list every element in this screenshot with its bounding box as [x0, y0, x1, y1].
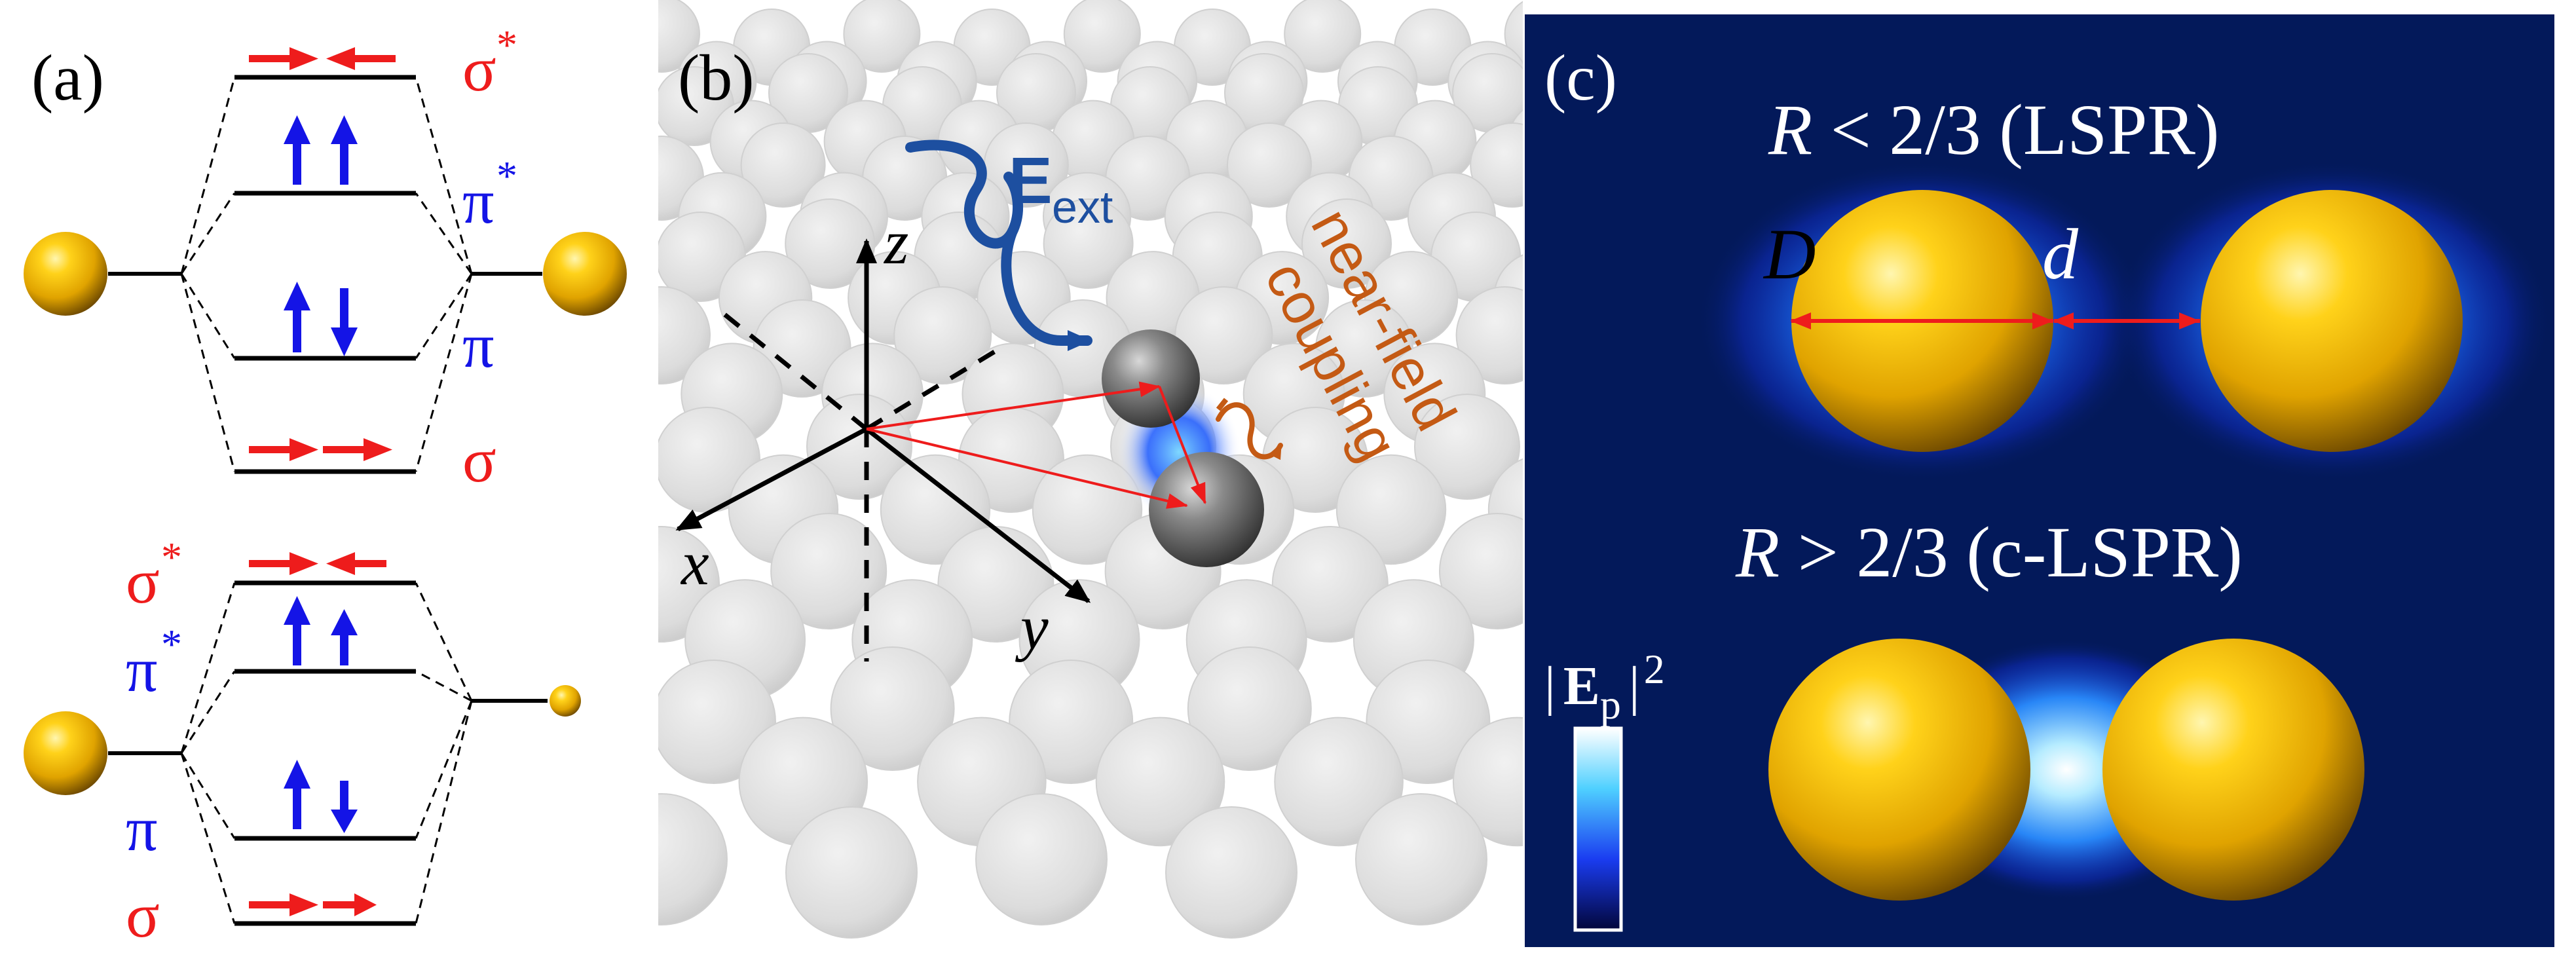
gold-atom-right-top [543, 232, 627, 316]
background-sphere [1227, 122, 1312, 208]
label-D: D [1763, 214, 1816, 294]
label-pi-star-top: π * [462, 153, 517, 236]
label-pi-star-bottom: π * [126, 621, 182, 705]
coordinate-axes: z x y [675, 207, 1091, 662]
background-sphere [1032, 454, 1143, 565]
background-sphere [893, 286, 992, 384]
gold-sphere-right-bottom [2102, 639, 2364, 901]
title-top: R < 2/3 (LSPR) [1768, 90, 2219, 170]
gold-atom-left-bottom [24, 711, 107, 795]
background-sphere [770, 513, 887, 629]
colorbar-gradient [1573, 726, 1623, 932]
background-sphere [1301, 198, 1392, 289]
spins-pi-bottom [284, 760, 358, 833]
background-sphere [1165, 806, 1297, 939]
background-sphere [1043, 198, 1134, 289]
background-sphere [830, 646, 955, 771]
axis-x-label: x [680, 528, 709, 598]
label-d: d [2042, 214, 2079, 294]
small-atom-right-bottom [550, 685, 581, 717]
axis-y-arrow [865, 427, 1091, 603]
svg-text:σ: σ [462, 34, 496, 104]
background-sphere [1439, 513, 1523, 629]
background-sphere-lattice [658, 0, 1523, 939]
svg-text:R < 2/3 (LSPR): R < 2/3 (LSPR) [1768, 90, 2219, 170]
svg-text:π: π [126, 635, 157, 705]
coupling-tick [1216, 398, 1229, 411]
colorbar-label: |Ep|2 [1544, 646, 1665, 728]
label-sigma-bottom: σ [126, 880, 160, 950]
correlation-lines-bottom [180, 582, 473, 924]
external-field-label: E ext [1009, 144, 1113, 233]
background-sphere [1455, 286, 1523, 384]
svg-text:σ: σ [126, 546, 160, 616]
axis-x-arrow [675, 426, 868, 532]
spins-pi-top [284, 282, 358, 356]
axis-y-negative [865, 345, 1003, 431]
correlation-lines-top [180, 77, 473, 472]
svg-text:*: * [496, 22, 517, 68]
background-sphere [1271, 526, 1389, 643]
background-sphere [740, 122, 826, 208]
external-field-arrow [905, 140, 1087, 341]
background-sphere [785, 806, 918, 939]
background-sphere [1452, 717, 1523, 847]
panel-b: (b) z x y E ext [658, 0, 1523, 939]
background-sphere [1174, 286, 1273, 384]
gold-sphere-left-bottom [1768, 639, 2030, 901]
coupling-wave [1216, 402, 1283, 460]
gold-sphere-right-top [2201, 190, 2463, 452]
svg-text:ext: ext [1052, 181, 1113, 233]
colorbar: |Ep|2 [1544, 646, 1665, 932]
background-sphere [1414, 394, 1520, 500]
label-sigma-top: σ [462, 425, 496, 495]
dimer-particle-lower [1149, 452, 1264, 567]
background-sphere [975, 793, 1108, 925]
mo-diagram-top: σ * π * π σ [24, 22, 627, 495]
spins-pi-star-top [284, 115, 358, 185]
label-sigma-star-top: σ * [462, 22, 517, 104]
svg-text:π: π [462, 166, 494, 236]
svg-text:E: E [1009, 144, 1053, 217]
spins-sigma-star-top [249, 47, 396, 70]
spins-sigma-top [249, 438, 392, 461]
axis-z-label: z [883, 207, 908, 277]
gold-atom-left-top [24, 232, 107, 316]
background-sphere [658, 793, 728, 925]
label-sigma-star-bottom: σ * [126, 534, 182, 616]
background-sphere [1366, 660, 1491, 784]
background-sphere [1063, 0, 1141, 73]
spins-sigma-bottom [249, 893, 377, 916]
panel-c-label: (c) [1544, 41, 1617, 114]
background-sphere [1095, 717, 1225, 847]
panel-b-label: (b) [678, 41, 755, 114]
spins-pi-star-bottom [284, 596, 358, 665]
spins-sigma-star-bottom [249, 552, 386, 575]
background-sphere [843, 0, 921, 73]
background-sphere [1274, 717, 1404, 847]
label-pi-bottom: π [126, 794, 157, 864]
background-sphere [806, 394, 912, 500]
panel-a: (a) [24, 22, 627, 950]
svg-text:*: * [161, 534, 182, 580]
svg-text:*: * [496, 153, 517, 199]
svg-text:*: * [161, 621, 182, 667]
background-sphere [1009, 660, 1134, 784]
axis-y-label: y [1015, 592, 1049, 662]
background-sphere [1355, 793, 1487, 925]
panel-a-label: (a) [31, 41, 104, 114]
mo-diagram-bottom: σ * π * π σ [24, 534, 581, 950]
background-sphere [1187, 646, 1312, 771]
panel-c: (c) R < 2/3 (LSPR) D d R > 2/3 (c-LSPR) … [1525, 14, 2554, 947]
title-bottom: R > 2/3 (c-LSPR) [1735, 512, 2243, 592]
position-vectors [866, 381, 1206, 509]
label-pi-top: π [462, 310, 494, 381]
svg-text:R > 2/3 (c-LSPR): R > 2/3 (c-LSPR) [1735, 512, 2243, 592]
background-sphere [1284, 0, 1362, 73]
dimer-particle-upper [1102, 329, 1200, 428]
